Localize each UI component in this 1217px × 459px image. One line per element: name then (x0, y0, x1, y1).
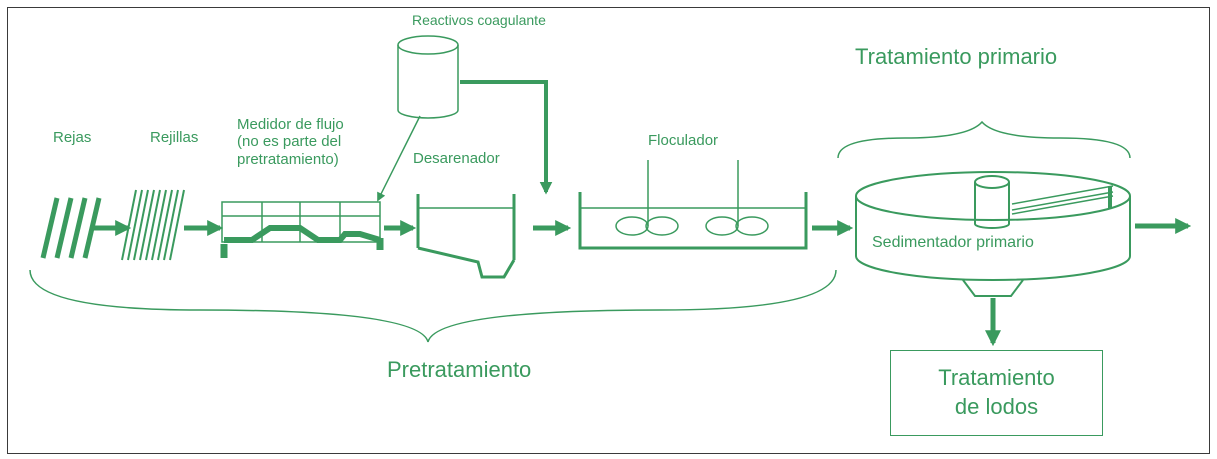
reactivos-coagulante-label: Reactivos coagulante (412, 12, 546, 28)
rejas-label: Rejas (53, 129, 92, 146)
rejillas-symbol (121, 189, 185, 261)
diagram-frame (7, 7, 1210, 454)
coagulant-feed-arrow (460, 80, 553, 195)
rejas-symbol (40, 197, 102, 259)
coagulant-feed-line (377, 115, 421, 202)
tratamiento-primario-brace (837, 120, 1131, 159)
medidor-de-flujo-label: Medidor de flujo (no es parte del pretra… (237, 116, 344, 168)
flow-arrows (91, 217, 1192, 237)
flocculator-symbol (578, 160, 808, 250)
coagulant-tank-symbol (397, 35, 459, 119)
tratamiento-de-lodos-box: Tratamiento de lodos (890, 350, 1103, 436)
primary-clarifier-symbol (855, 171, 1131, 297)
tratamiento-de-lodos-label: Tratamiento de lodos (938, 365, 1055, 419)
rejillas-label: Rejillas (150, 129, 199, 146)
pretratamiento-brace (29, 269, 837, 343)
flow-meter-symbol (220, 201, 384, 258)
desarenador-label: Desarenador (413, 150, 500, 167)
sedimentador-primario-label: Sedimentador primario (872, 234, 1034, 251)
tratamiento-primario-label: Tratamiento primario (855, 44, 1058, 69)
floculador-label: Floculador (648, 132, 719, 149)
grit-chamber-symbol (416, 194, 516, 279)
pretratamiento-label: Pretratamiento (387, 357, 532, 382)
